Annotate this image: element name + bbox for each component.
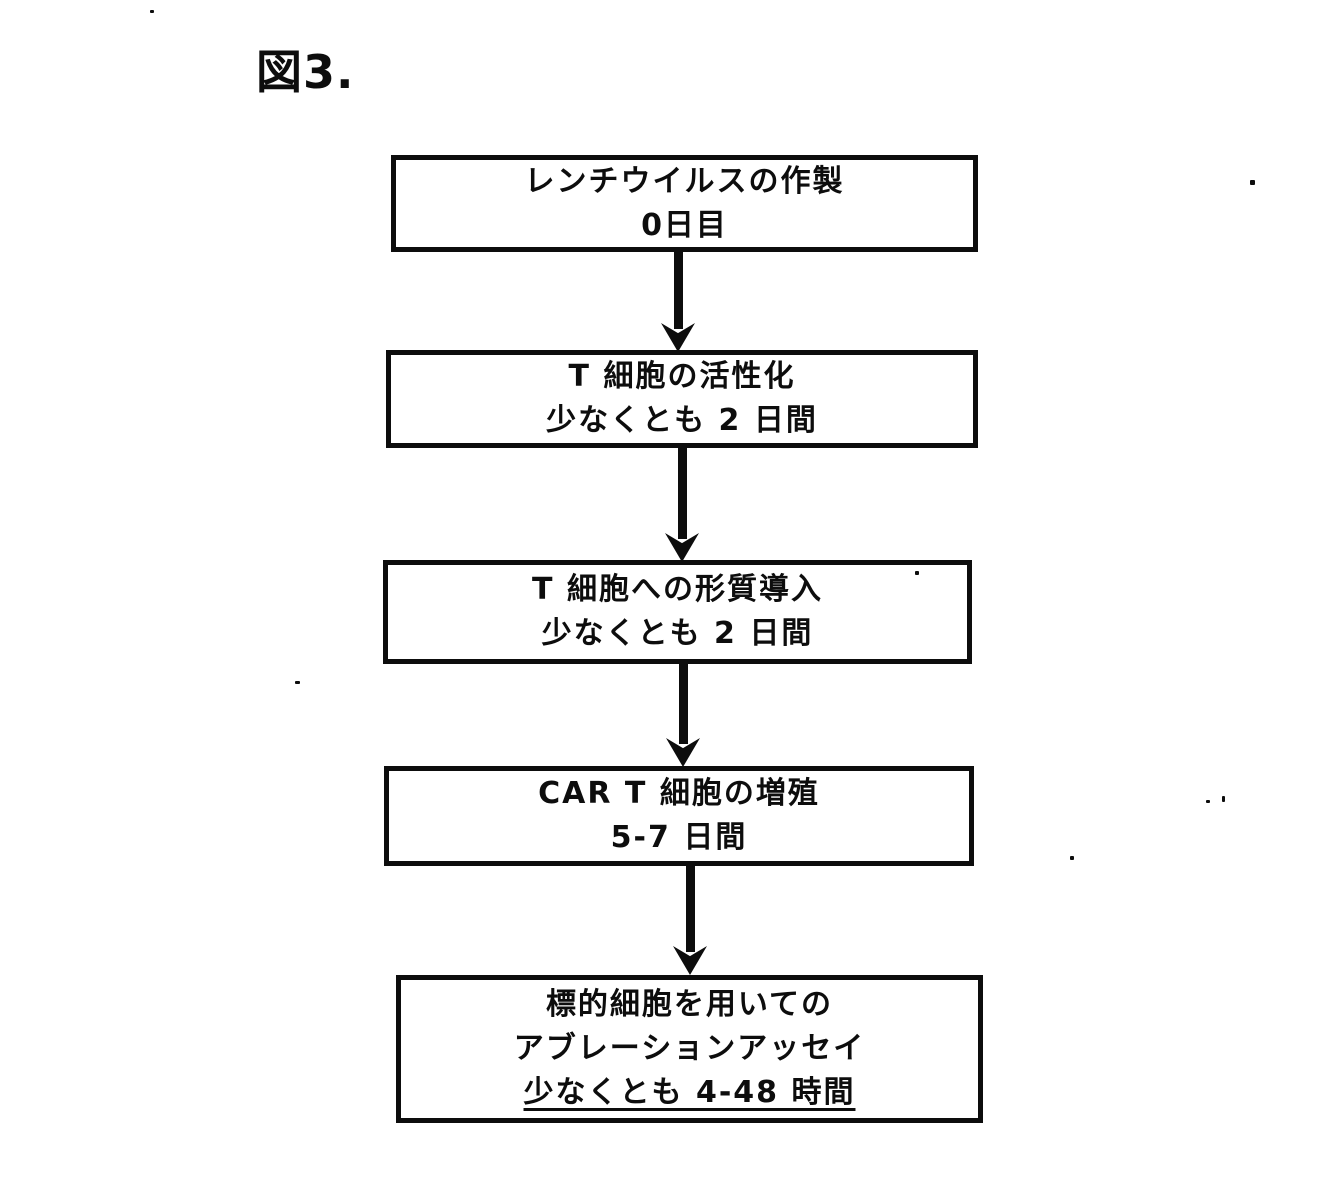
step-line-underlined: 少なくとも 4-48 時間 bbox=[523, 1075, 856, 1110]
scan-speck bbox=[915, 571, 919, 575]
step-line: 0日目 bbox=[641, 207, 728, 243]
step-line: T 細胞の活性化 bbox=[568, 359, 796, 394]
scan-speck bbox=[295, 681, 300, 684]
flow-step-ablation-assay: 標的細胞を用いての アブレーションアッセイ 少なくとも 4-48 時間 bbox=[396, 975, 983, 1123]
figure-title: 図3. bbox=[256, 45, 355, 99]
arrow-shaft bbox=[678, 664, 688, 744]
down-arrow-2 bbox=[665, 448, 699, 562]
step-line: 少なくとも 2 日間 bbox=[541, 616, 814, 651]
arrow-shaft bbox=[677, 448, 687, 539]
flow-step-t-cell-activation: T 細胞の活性化 少なくとも 2 日間 bbox=[386, 350, 978, 448]
step-line: 5-7 日間 bbox=[610, 820, 748, 855]
step-line: アブレーションアッセイ bbox=[513, 1031, 866, 1066]
flow-step-t-cell-transduction: T 細胞への形質導入 少なくとも 2 日間 bbox=[383, 560, 972, 664]
arrow-shaft bbox=[685, 866, 695, 952]
arrow-shaft bbox=[673, 252, 683, 329]
down-arrow-1 bbox=[661, 252, 695, 352]
step-line: CAR T 細胞の増殖 bbox=[538, 776, 820, 811]
scan-speck bbox=[1070, 856, 1074, 860]
step-line: 標的細胞を用いての bbox=[545, 987, 834, 1022]
down-arrow-4 bbox=[673, 866, 707, 975]
step-line: 少なくとも 2 日間 bbox=[546, 403, 818, 438]
scan-speck bbox=[1250, 180, 1255, 185]
down-arrow-3 bbox=[666, 664, 700, 767]
step-line: レンチウイルスの作製 bbox=[524, 163, 845, 199]
scan-speck bbox=[1206, 800, 1210, 803]
step-line: T 細胞への形質導入 bbox=[532, 572, 823, 607]
scan-speck bbox=[150, 10, 154, 13]
flow-step-lentivirus-production: レンチウイルスの作製 0日目 bbox=[391, 155, 978, 252]
flow-step-car-t-cell-expansion: CAR T 細胞の増殖 5-7 日間 bbox=[384, 766, 974, 866]
scan-speck bbox=[1222, 796, 1225, 802]
